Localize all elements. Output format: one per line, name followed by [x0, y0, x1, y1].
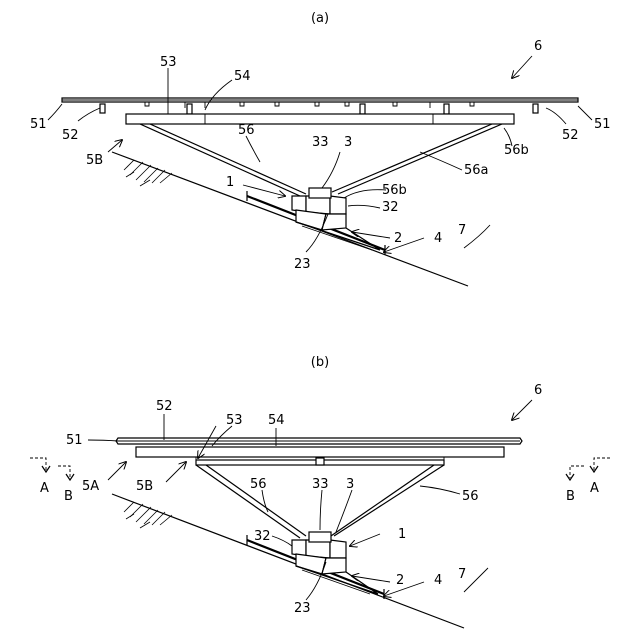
label-1: 1 — [398, 527, 406, 542]
panel-a-solar-module — [62, 98, 578, 114]
panel-a: (a) — [30, 11, 611, 286]
label-4: 4 — [434, 231, 442, 246]
panel-a-rail — [126, 114, 514, 124]
label-1: 1 — [226, 175, 234, 190]
label-56-left: 56 — [250, 477, 267, 492]
label-6: 6 — [534, 383, 542, 398]
label-B-right: B — [566, 489, 575, 504]
panel-b-rail — [136, 447, 504, 465]
label-56b-right: 56b — [504, 143, 529, 158]
label-6: 6 — [534, 39, 542, 54]
label-23: 23 — [294, 257, 311, 272]
label-7: 7 — [458, 223, 466, 238]
label-56b-mid: 56b — [382, 183, 407, 198]
label-3: 3 — [344, 135, 352, 150]
label-51: 51 — [66, 433, 83, 448]
label-53: 53 — [226, 413, 243, 428]
label-56-right: 56 — [462, 489, 479, 504]
panel-b-caption: (b) — [311, 355, 329, 370]
label-33: 33 — [312, 477, 329, 492]
label-5B: 5B — [86, 153, 103, 168]
label-52-left: 52 — [62, 128, 79, 143]
label-5B: 5B — [136, 479, 153, 494]
label-32: 32 — [382, 200, 399, 215]
panel-b-solar-module — [116, 438, 522, 444]
label-B-left: B — [64, 489, 73, 504]
panel-b: (b) — [30, 355, 610, 628]
panel-a-caption: (a) — [311, 11, 329, 26]
label-56: 56 — [238, 123, 255, 138]
panel-a-foundation — [292, 188, 380, 250]
label-33: 33 — [312, 135, 329, 150]
label-2: 2 — [396, 573, 404, 588]
panel-b-ground — [112, 494, 464, 628]
label-4: 4 — [434, 573, 442, 588]
panel-b-foundation — [292, 532, 378, 594]
panel-a-ground — [112, 152, 468, 286]
label-56a: 56a — [464, 163, 489, 178]
label-3: 3 — [346, 477, 354, 492]
label-A-right: A — [590, 481, 599, 496]
label-52: 52 — [156, 399, 173, 414]
label-5A: 5A — [82, 479, 99, 494]
label-54: 54 — [234, 69, 251, 84]
label-2: 2 — [394, 231, 402, 246]
label-51-right: 51 — [594, 117, 611, 132]
label-32: 32 — [254, 529, 271, 544]
label-A-left: A — [40, 481, 49, 496]
label-52-right: 52 — [562, 128, 579, 143]
label-51-left: 51 — [30, 117, 47, 132]
label-53: 53 — [160, 55, 177, 70]
label-7: 7 — [458, 567, 466, 582]
label-54: 54 — [268, 413, 285, 428]
label-23: 23 — [294, 601, 311, 616]
